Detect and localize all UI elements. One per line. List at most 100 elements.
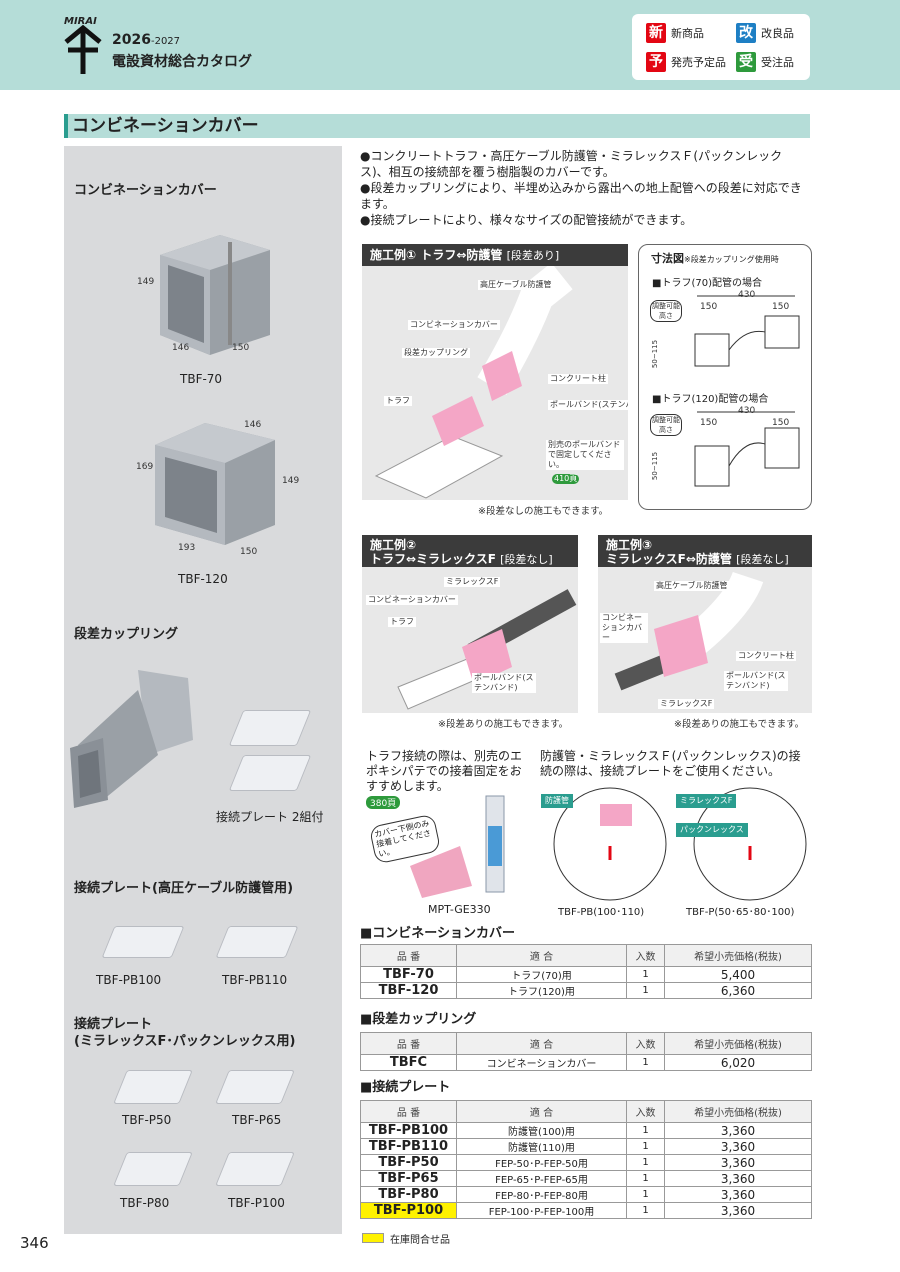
dim-case-1: ■トラフ(70)配管の場合 — [652, 278, 762, 289]
mir-plate-heading-2: (ミラレックスF･パックンレックス用) — [74, 1034, 296, 1049]
bullet-1: ●コンクリートトラフ・高圧ケーブル防護管・ミラレックスＦ(パックンレックス)、相… — [360, 149, 783, 179]
plate-pair-top — [228, 710, 312, 746]
legend-planned: 予発売予定品 — [646, 52, 726, 72]
table-plate-title: ■接続プレート — [360, 1080, 451, 1095]
p65-image — [215, 1070, 295, 1104]
pb110-caption: TBF-PB110 — [222, 973, 288, 987]
tbf120-dim-width2: 150 — [240, 547, 258, 557]
table-header-row: 品 番適 合入数希望小売価格(税抜) — [360, 1032, 812, 1055]
stock-inquiry-cell: TBF-P100 — [360, 1202, 457, 1219]
dim-range-2: 50~115 — [651, 451, 660, 481]
example-1-header: 施工例① トラフ⇔防護管 [段差あり] — [362, 244, 628, 266]
dim-width-2: 430 — [738, 406, 756, 416]
ex2-label-cover: コンビネーションカバー — [366, 595, 458, 605]
coupling-image — [70, 670, 193, 808]
epoxy-caption: MPT-GE330 — [428, 903, 491, 916]
table-cover-title: ■コンビネーションカバー — [360, 926, 516, 941]
ex2-label-band: ポールバンド(ステンバンド) — [472, 673, 536, 693]
legend-order: 受受注品 — [736, 52, 794, 72]
pipe-caption-1: TBF-PB(100･110) — [558, 907, 645, 918]
dim-title: 寸法図※段差カップリング使用時 — [651, 252, 779, 265]
tbf70-dim-height: 149 — [137, 277, 155, 287]
pb110-image — [215, 926, 299, 958]
ex1-note: ※段差なしの施工もできます。 — [478, 506, 609, 517]
pb100-image — [101, 926, 185, 958]
dim-range-1: 50~115 — [651, 339, 660, 369]
p100-image — [215, 1152, 295, 1186]
dim-drawings — [694, 295, 800, 487]
cover-heading: コンビネーションカバー — [74, 183, 217, 198]
col-part: 品 番 — [360, 944, 457, 967]
trough-note: トラフ接続の際は、別売のエポキシパテでの接着固定をおすすめします。 — [366, 749, 523, 793]
stock-legend-swatch — [362, 1233, 384, 1243]
col-price: 希望小売価格(税抜) — [664, 944, 812, 967]
col-qty: 入数 — [626, 944, 665, 967]
bullet-3: ●接続プレートにより、様々なサイズの配管接続ができます。 — [360, 213, 693, 227]
tbf70-dim-width: 150 — [232, 343, 250, 353]
stock-legend-label: 在庫問合せ品 — [390, 1235, 450, 1246]
tbf120-dim-height2: 149 — [282, 476, 300, 486]
ex1-label-cover: コンビネーションカバー — [408, 320, 500, 330]
brand-text: MIRAI — [64, 16, 97, 27]
ex1-label-coupling: 段差カップリング — [402, 348, 470, 358]
ex3-label-cover: コンビネーションカバー — [600, 613, 648, 643]
ex2-label-mirarex: ミラレックスF — [444, 577, 501, 587]
legend-box: 新新商品 改改良品 予発売予定品 受受注品 — [632, 14, 810, 80]
ex3-label-pipe: 高圧ケーブル防護管 — [654, 581, 730, 591]
ex1-ref-link[interactable]: 410頁 — [552, 474, 580, 484]
ex1-band-note: 別売のポールバンドで固定してください。 — [546, 440, 624, 470]
p50-caption: TBF-P50 — [122, 1113, 172, 1127]
table-coupling-title: ■段差カップリング — [360, 1012, 477, 1027]
coupling-heading: 段差カップリング — [74, 627, 179, 642]
mir-plate-heading: 接続プレート — [74, 1017, 153, 1032]
epoxy-image — [410, 795, 505, 898]
tbf120-dim-depth: 146 — [244, 420, 262, 430]
catalog-title: 電設資材総合カタログ — [112, 54, 252, 70]
legend-improved: 改改良品 — [736, 23, 794, 43]
ex1-label-pole: コンクリート柱 — [548, 374, 608, 384]
legend-new: 新新商品 — [646, 23, 704, 43]
tbf120-dim-width: 193 — [178, 543, 196, 553]
p80-image — [113, 1152, 193, 1186]
bullet-2: ●段差カップリングにより、半埋め込みから露出への地上配管への段差に対応できます。 — [360, 181, 802, 211]
dim-b-2: 150 — [772, 418, 790, 428]
dim-adj-1: 調整可能高さ — [650, 300, 682, 322]
p80-caption: TBF-P80 — [120, 1196, 170, 1210]
pipe-tag-1: 防護管 — [541, 794, 573, 808]
tbf70-caption: TBF-70 — [180, 372, 223, 386]
ex3-label-band: ポールバンド(ステンバンド) — [724, 671, 788, 691]
dim-a-1: 150 — [700, 302, 718, 312]
section-title-bar — [64, 114, 810, 138]
tbf120-caption: TBF-120 — [178, 572, 228, 586]
p100-caption: TBF-P100 — [228, 1196, 285, 1210]
example-1-panel: 施工例① トラフ⇔防護管 [段差あり] 高圧ケーブル防護管 コンビネーションカバ… — [362, 244, 628, 500]
plate-pair-bottom — [228, 755, 312, 791]
trough-ref-link[interactable]: 380頁 — [366, 796, 401, 809]
catalog-year: 2026-2027 — [112, 32, 181, 48]
page-number: 346 — [20, 1234, 49, 1252]
ex2-label-trough: トラフ — [388, 617, 416, 627]
ex2-note: ※段差ありの施工もできます。 — [438, 719, 569, 730]
ex1-label-band: ポールバンド(ステンバンド) — [548, 400, 628, 410]
ex1-label-pipe: 高圧ケーブル防護管 — [478, 280, 554, 290]
p65-caption: TBF-P65 — [232, 1113, 282, 1127]
tbf70-image — [160, 235, 270, 355]
dim-b-1: 150 — [772, 302, 790, 312]
dim-adj-2: 調整可能高さ — [650, 414, 682, 436]
pipe-tag-3: パックンレックス — [676, 823, 748, 837]
pipe-note: 防護管・ミラレックスＦ(パックンレックス)の接続の際は、接続プレートをご使用くだ… — [540, 749, 801, 778]
ex1-label-trough: トラフ — [384, 396, 412, 406]
